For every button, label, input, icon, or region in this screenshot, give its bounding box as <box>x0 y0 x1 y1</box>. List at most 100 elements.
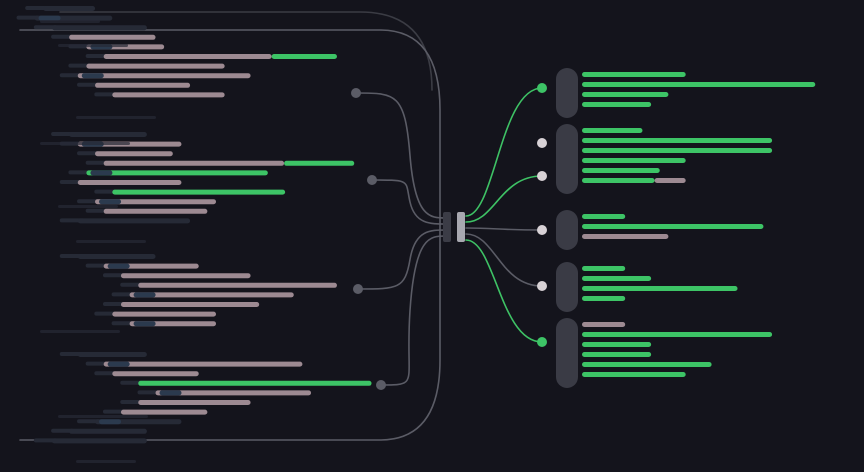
output-line <box>582 372 686 377</box>
code-line <box>103 361 303 367</box>
code-line-token <box>90 170 113 176</box>
code-line <box>120 409 208 415</box>
output-pill <box>556 262 578 312</box>
code-line <box>43 6 96 11</box>
output-line <box>582 92 669 97</box>
code-line <box>284 160 355 166</box>
code-line-token <box>81 73 104 79</box>
output-line <box>654 178 686 183</box>
right-connector <box>465 87 543 217</box>
output-line <box>582 352 652 357</box>
output-line <box>582 102 652 107</box>
code-line <box>77 218 191 224</box>
output-pill <box>556 318 578 388</box>
connector-node <box>537 138 547 148</box>
code-line-filler <box>58 44 128 47</box>
output-pill <box>556 68 578 118</box>
connector-node <box>537 337 547 347</box>
output-line <box>582 168 660 173</box>
output-line <box>582 178 655 183</box>
right-connector <box>465 227 543 231</box>
code-line-prefix <box>77 419 101 424</box>
router-block <box>457 212 465 242</box>
left-connector <box>371 179 447 225</box>
code-line <box>95 199 216 205</box>
code-line-prefix <box>33 438 58 443</box>
output-pill <box>556 124 578 194</box>
code-line-prefix <box>59 352 82 356</box>
output-line <box>582 214 626 219</box>
code-line <box>103 54 272 59</box>
router-block <box>443 212 451 242</box>
code-line <box>112 92 225 98</box>
left-connector <box>380 235 447 386</box>
code-line-token <box>107 361 130 367</box>
code-line-prefix <box>51 132 74 136</box>
connector-node <box>376 380 386 390</box>
code-line-prefix <box>51 34 75 39</box>
code-line-filler <box>58 415 148 418</box>
code-line <box>120 302 260 307</box>
left-connector <box>357 229 447 290</box>
outer-arc <box>19 29 441 441</box>
connector-lines <box>19 11 543 441</box>
code-line <box>155 390 312 396</box>
output-line <box>582 82 816 87</box>
left-connector <box>355 92 447 219</box>
output-line <box>582 276 652 281</box>
code-line <box>69 428 147 434</box>
code-line <box>138 380 372 386</box>
code-line <box>77 254 156 259</box>
code-line-prefix <box>51 428 74 433</box>
code-line <box>138 400 251 405</box>
code-line-prefix <box>111 321 135 326</box>
code-line <box>86 170 268 176</box>
code-line-prefix <box>102 409 127 414</box>
code-line-token <box>159 390 182 396</box>
code-line <box>103 160 285 166</box>
output-line <box>582 342 652 347</box>
code-line <box>95 82 191 88</box>
output-line <box>582 362 712 367</box>
connector-nodes <box>351 83 547 390</box>
output-line <box>582 286 738 291</box>
right-connector <box>465 175 543 223</box>
code-line-prefix <box>85 263 110 268</box>
router-block-icon <box>443 212 465 242</box>
code-line-prefix <box>16 15 40 20</box>
code-line-prefix <box>25 6 47 10</box>
code-line-token <box>99 419 122 425</box>
connector-node <box>537 281 547 291</box>
code-line-filler <box>76 116 156 119</box>
code-line-prefix <box>33 25 58 30</box>
connector-node <box>537 83 547 93</box>
code-line-prefix <box>59 254 83 258</box>
code-line <box>77 180 182 185</box>
output-line <box>582 322 626 327</box>
connector-node <box>537 225 547 235</box>
code-line-prefix <box>77 82 101 87</box>
code-line <box>69 132 147 137</box>
code-line-token <box>99 199 122 205</box>
code-line <box>51 25 147 31</box>
code-line <box>95 151 173 157</box>
code-line-filler <box>40 20 100 23</box>
code-line <box>112 311 216 317</box>
outer-arc <box>59 11 433 91</box>
connector-node <box>351 88 361 98</box>
output-lines-icon <box>556 68 816 388</box>
code-line-prefix <box>77 151 100 156</box>
code-line-filler <box>40 330 120 333</box>
code-line-prefix <box>94 371 118 376</box>
output-line <box>582 72 686 77</box>
output-line <box>582 158 686 163</box>
code-line <box>103 208 208 214</box>
output-line <box>582 128 643 133</box>
right-connector <box>465 239 543 343</box>
code-line <box>51 438 147 444</box>
output-line <box>582 266 626 271</box>
code-line <box>138 282 337 288</box>
output-line <box>582 224 764 229</box>
code-line <box>112 371 199 377</box>
